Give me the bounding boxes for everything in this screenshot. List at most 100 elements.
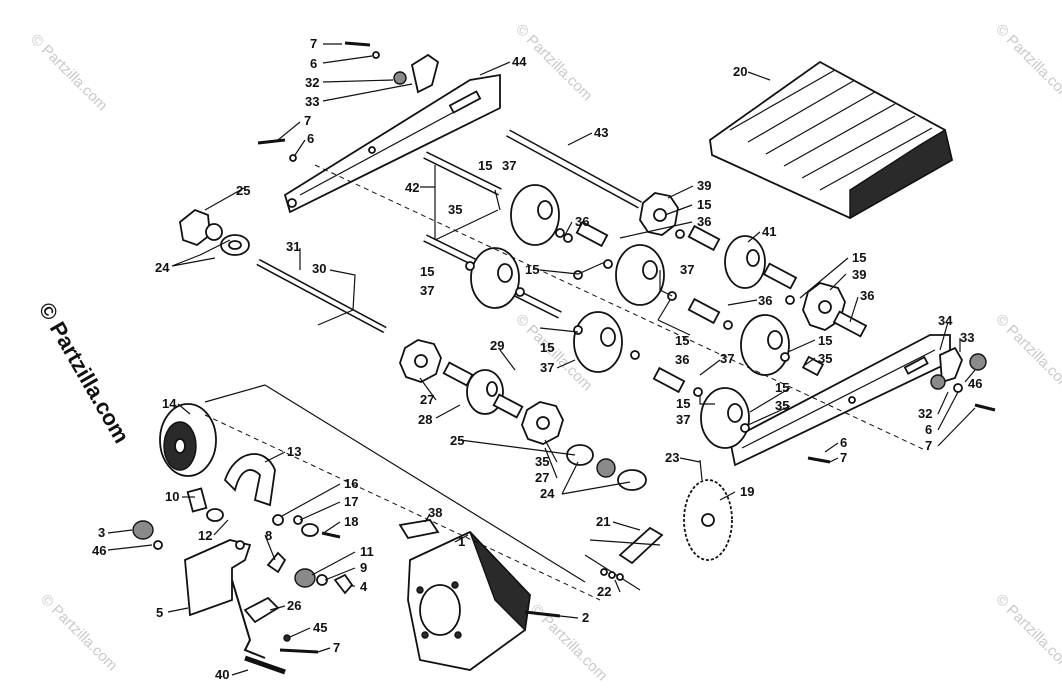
callout-label: 15 (818, 333, 832, 348)
callout-label: 24 (155, 260, 170, 275)
callout-label: 14 (162, 396, 177, 411)
callout-label: 15 (697, 197, 711, 212)
callout-label: 1 (458, 534, 465, 549)
callout-label: 35 (448, 202, 462, 217)
spacers-drawing (442, 220, 868, 419)
callout-label: 11 (360, 544, 374, 559)
callout-label: 23 (665, 450, 679, 465)
leader-lines (107, 43, 976, 676)
callout-label: 20 (733, 64, 747, 79)
callout-label: 15 (420, 264, 434, 279)
callout-label: 15 (852, 250, 866, 265)
callout-label: 17 (344, 494, 358, 509)
hardware-top-drawing (257, 41, 440, 162)
callout-labels: 7 6 32 33 44 7 6 20 43 42 15 37 35 25 39… (92, 36, 982, 682)
callout-label: 33 (305, 94, 319, 109)
callout-label: 10 (165, 489, 179, 504)
callout-label: 40 (215, 667, 229, 682)
callout-label: 7 (333, 640, 340, 655)
callout-label: 45 (313, 620, 327, 635)
callout-label: 15 (676, 396, 690, 411)
bearings-drawing (179, 208, 647, 491)
callout-label: 6 (307, 131, 314, 146)
callout-label: 37 (540, 360, 554, 375)
track-drawing (709, 60, 954, 220)
callout-label: 6 (925, 422, 932, 437)
brake-assembly-drawing (132, 453, 354, 675)
wheels-drawing (159, 184, 790, 477)
callout-label: 26 (287, 598, 301, 613)
callout-label: 38 (428, 505, 442, 520)
callout-label: 36 (758, 293, 772, 308)
chaincase-cover-drawing (398, 519, 561, 671)
callout-label: 15 (775, 380, 789, 395)
callout-label: 42 (405, 180, 419, 195)
callout-label: 7 (925, 438, 932, 453)
callout-label: 33 (960, 330, 974, 345)
callout-label: 21 (596, 514, 610, 529)
callout-label: 35 (775, 398, 789, 413)
callout-label: 4 (360, 579, 368, 594)
watermark: © Partzilla.com (37, 591, 120, 674)
callout-label: 43 (594, 125, 608, 140)
rail-34-drawing (728, 334, 951, 467)
callout-label: 27 (535, 470, 549, 485)
callout-label: 36 (575, 214, 589, 229)
callout-label: 15 (478, 158, 492, 173)
callout-label: 8 (265, 528, 272, 543)
side-watermark: © Partzilla.com (34, 298, 135, 447)
callout-label: 35 (535, 454, 549, 469)
callout-label: 39 (697, 178, 711, 193)
callout-label: 46 (968, 376, 982, 391)
callout-label: 7 (304, 113, 311, 128)
callout-label: 27 (420, 392, 434, 407)
callout-label: 37 (420, 283, 434, 298)
callout-label: 15 (675, 333, 689, 348)
callout-label: 46 (92, 543, 106, 558)
callout-label: 5 (156, 605, 163, 620)
callout-label: 36 (697, 214, 711, 229)
watermark: © Partzilla.com (992, 311, 1062, 394)
callout-label: 7 (310, 36, 317, 51)
callout-label: 18 (344, 514, 358, 529)
hardware-right-drawing (807, 346, 996, 464)
callout-label: 6 (310, 56, 317, 71)
callout-label: 12 (198, 528, 212, 543)
callout-label: 6 (840, 435, 847, 450)
callout-label: 37 (720, 351, 734, 366)
alignment-lines (204, 164, 926, 601)
shafts-drawing (256, 129, 642, 334)
callout-label: 35 (818, 351, 832, 366)
callout-label: 7 (840, 450, 847, 465)
callout-label: 32 (305, 75, 319, 90)
callout-label: 36 (675, 352, 689, 367)
callout-label: 34 (938, 313, 953, 328)
callout-label: 30 (312, 261, 326, 276)
watermark: © Partzilla.com (992, 21, 1062, 104)
callout-label: 16 (344, 476, 358, 491)
callout-label: 15 (540, 340, 554, 355)
callout-label: 32 (918, 406, 932, 421)
callout-label: 24 (540, 486, 555, 501)
callout-label: 39 (852, 267, 866, 282)
callout-label: 36 (860, 288, 874, 303)
callout-label: 37 (680, 262, 694, 277)
callout-label: 37 (676, 412, 690, 427)
callout-label: 2 (582, 610, 589, 625)
callout-label: 25 (450, 433, 464, 448)
rail-44-drawing (283, 73, 501, 214)
sprockets-drawing (399, 192, 846, 445)
watermark: © Partzilla.com (992, 591, 1062, 674)
callout-label: 28 (418, 412, 432, 427)
callout-label: 9 (360, 560, 367, 575)
watermark: © Partzilla.com (27, 31, 110, 114)
callout-label: 31 (286, 239, 300, 254)
callout-label: 15 (525, 262, 539, 277)
callout-label: 37 (502, 158, 516, 173)
callout-label: 44 (512, 54, 527, 69)
callout-label: 22 (597, 584, 611, 599)
callout-label: 3 (98, 525, 105, 540)
callout-label: 41 (762, 224, 776, 239)
callout-label: 13 (287, 444, 301, 459)
